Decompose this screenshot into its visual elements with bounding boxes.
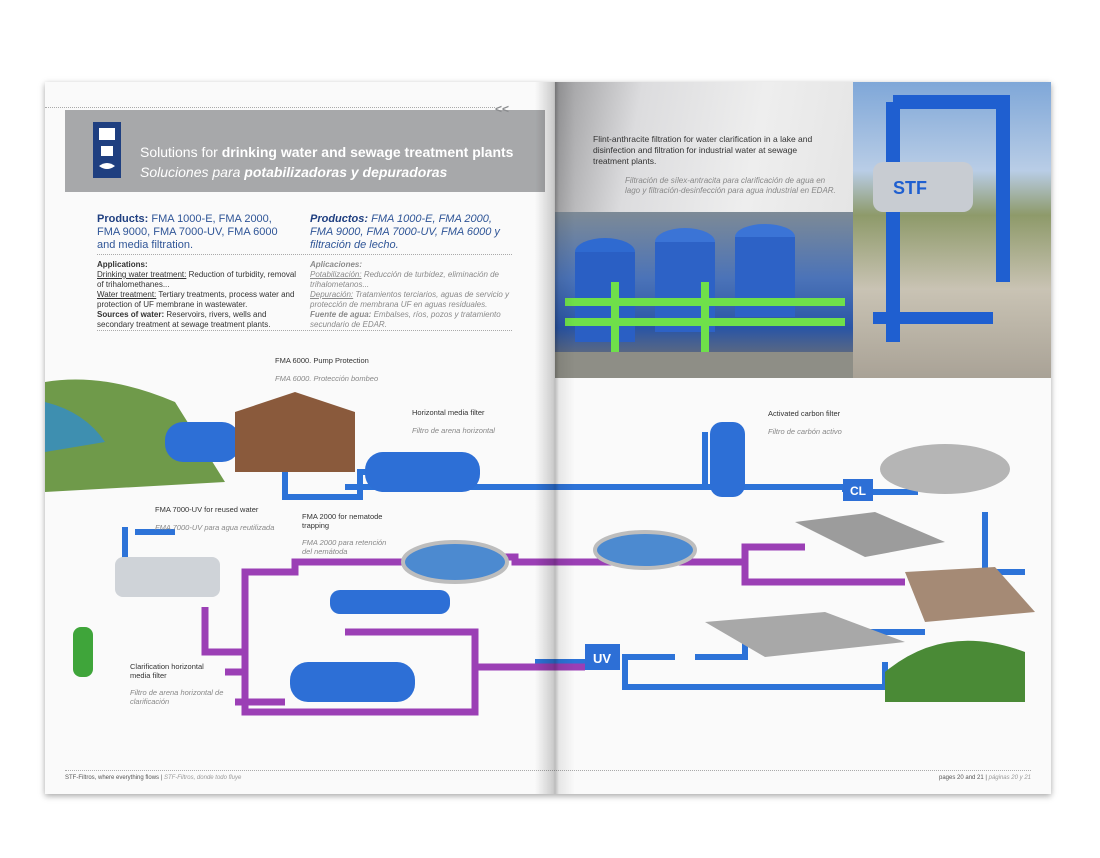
brochure-spread: Solutions for drinking water and sewage … [45, 82, 1051, 794]
hydrant [73, 627, 93, 677]
nav-arrows[interactable]: << [495, 102, 510, 116]
plant-icon [93, 122, 121, 178]
photo-caption-en: Flint-anthracite filtration for water cl… [593, 134, 813, 166]
products-en: Products: FMA 1000-E, FMA 2000, FMA 9000… [97, 213, 278, 251]
page-subtitle: Soluciones para potabilizadoras y depura… [140, 164, 448, 180]
clarifier-2 [593, 530, 697, 570]
cl-label: CL [850, 484, 866, 498]
applications-es: Aplicaciones: Potabilización: Reducción … [310, 260, 510, 329]
process-diagram: CL UV [45, 379, 1035, 716]
label-horizontal-filter: Horizontal media filter [412, 408, 485, 417]
divider [97, 330, 512, 331]
uv-box [585, 644, 620, 670]
footer-left: STF-Filtros, where everything flows | ST… [65, 775, 242, 781]
page-title: Solutions for drinking water and sewage … [140, 144, 514, 160]
horizontal-media-filter [365, 452, 480, 492]
cl-box [843, 479, 873, 501]
products-es: Productos: FMA 1000-E, FMA 2000, FMA 900… [310, 213, 500, 251]
label-clarification-es: Filtro de arena horizontal de clarificac… [130, 688, 224, 706]
industry-1 [795, 512, 945, 557]
pump-filter [165, 422, 240, 462]
uv-filter-unit [115, 557, 220, 597]
label-fma2000-es: FMA 2000 para retención del nemátoda [302, 538, 387, 556]
industry-2 [705, 612, 905, 657]
label-carbon-filter-es: Filtro de carbón activo [768, 427, 842, 436]
reservoir [880, 444, 1010, 494]
pump-house [235, 392, 355, 472]
city [905, 567, 1035, 622]
photo-uv-installation: STF [853, 82, 1051, 378]
footer-divider [65, 770, 1031, 771]
divider [45, 107, 495, 108]
spine-shadow [535, 82, 575, 794]
clarifier-1 [401, 540, 509, 584]
clarification-filter [290, 662, 415, 702]
photo-filter-battery [555, 212, 855, 378]
activated-carbon-filter [710, 422, 745, 497]
label-uv: FMA 7000-UV for reused water [155, 505, 259, 514]
divider [97, 254, 512, 255]
lake [45, 402, 105, 452]
svg-text:STF: STF [893, 178, 927, 198]
fma-2000-filter [330, 590, 450, 614]
green-area [885, 640, 1025, 702]
caption-panel [555, 82, 885, 212]
label-pump-protection: FMA 6000. Pump Protection [275, 356, 369, 365]
label-uv-es: FMA 7000-UV para agua reutilizada [155, 523, 275, 532]
label-fma2000: FMA 2000 for nematode trapping [302, 512, 383, 530]
uv-label: UV [593, 651, 611, 666]
section-header [65, 110, 545, 192]
hillside [45, 379, 225, 492]
photo-caption-es: Filtración de sílex-antracita para clari… [625, 176, 836, 195]
label-pump-protection-es: FMA 6000. Protección bombeo [275, 374, 379, 383]
label-horizontal-filter-es: Filtro de arena horizontal [412, 426, 495, 435]
footer-right: pages 20 and 21 | páginas 20 y 21 [939, 775, 1031, 781]
label-clarification: Clarification horizontal media filter [130, 662, 204, 680]
label-carbon-filter: Activated carbon filter [768, 409, 841, 418]
applications-en: Applications: Drinking water treatment: … [97, 260, 297, 329]
